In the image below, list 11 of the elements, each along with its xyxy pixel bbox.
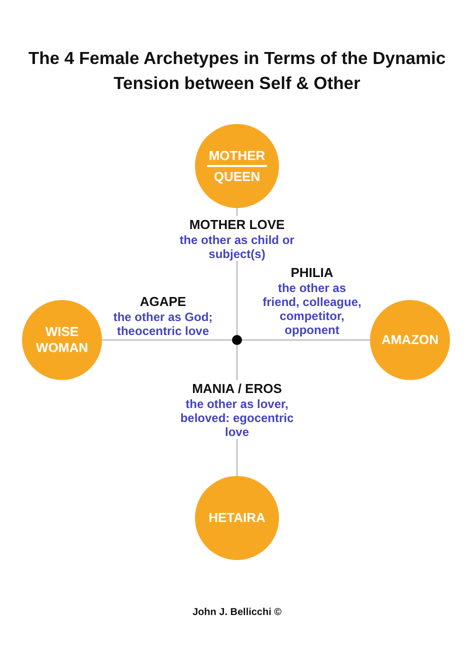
author-credit: John J. Bellicchi © [191, 607, 283, 618]
connector-line [242, 339, 370, 341]
archetype-name: AMAZON [381, 332, 439, 348]
archetype-name: WISE WOMAN [35, 324, 89, 356]
center-dot [232, 335, 242, 345]
archetype-name: MOTHER [206, 148, 268, 166]
diagram-title: The 4 Female Archetypes in Terms of the Dynamic Tension between Self & Other [27, 47, 447, 95]
archetype-name: HETAIRA [208, 510, 266, 526]
love-type-description: the other as lover, beloved: egocentric love [180, 397, 294, 439]
connector-line [102, 339, 232, 341]
archetype-name: QUEEN [214, 168, 260, 184]
